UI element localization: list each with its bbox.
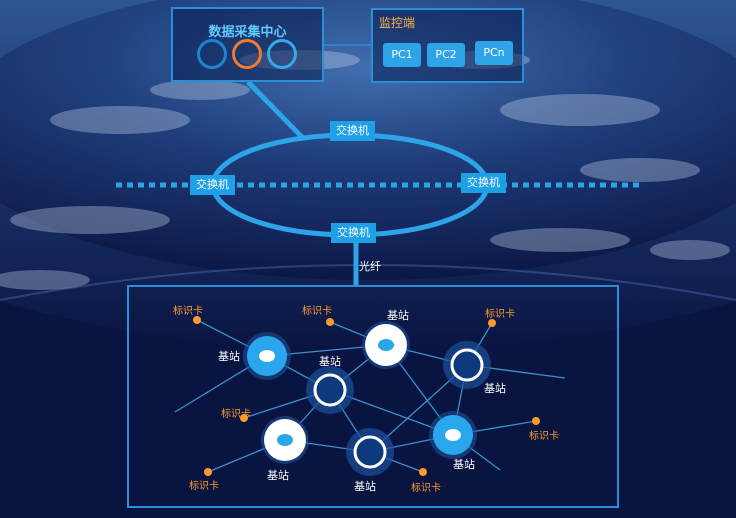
server-ring-icon bbox=[267, 39, 297, 69]
fiber-label: 光纤 bbox=[359, 260, 381, 273]
base-station-label: 基站 bbox=[354, 480, 376, 493]
base-station-label: 基站 bbox=[218, 350, 240, 363]
pc1-button[interactable]: PC1 bbox=[383, 43, 421, 67]
id-card-label: 标识卡 bbox=[221, 409, 251, 420]
base-station-nodes bbox=[243, 321, 491, 476]
pcn-button[interactable]: PCn bbox=[475, 41, 513, 65]
id-card-dot bbox=[326, 318, 334, 326]
pc2-button[interactable]: PC2 bbox=[427, 43, 465, 67]
switch-right[interactable]: 交换机 bbox=[461, 173, 506, 193]
base-station-label: 基站 bbox=[319, 355, 341, 368]
base-station-label: 基站 bbox=[453, 458, 475, 471]
data-center-title: 数据采集中心 bbox=[208, 25, 287, 40]
horizon-line bbox=[0, 264, 736, 301]
base-station-panel bbox=[127, 285, 619, 508]
id-card-label: 标识卡 bbox=[411, 483, 441, 494]
id-card-dots bbox=[193, 316, 540, 476]
base-station-label: 基站 bbox=[267, 469, 289, 482]
id-card-label: 标识卡 bbox=[302, 306, 332, 317]
id-card-label: 标识卡 bbox=[173, 306, 203, 317]
base-station-node bbox=[450, 348, 484, 382]
data-center-panel: 数据采集中心 bbox=[171, 7, 324, 82]
base-station-node bbox=[259, 350, 275, 362]
monitor-panel: 监控端 PC1 PC2 PCn bbox=[371, 8, 524, 83]
base-station-label: 基站 bbox=[387, 309, 409, 322]
center-link-line bbox=[246, 80, 304, 139]
id-card-dot bbox=[488, 319, 496, 327]
id-card-label: 标识卡 bbox=[485, 309, 515, 320]
id-card-dot bbox=[419, 468, 427, 476]
id-card-label: 标识卡 bbox=[529, 431, 559, 442]
id-card-dot bbox=[532, 417, 540, 425]
monitor-title: 监控端 bbox=[379, 16, 416, 30]
switch-left[interactable]: 交换机 bbox=[190, 175, 235, 195]
id-card-label: 标识卡 bbox=[189, 481, 219, 492]
server-ring-icon bbox=[232, 39, 262, 69]
base-station-node bbox=[353, 435, 387, 469]
base-station-label: 基站 bbox=[484, 382, 506, 395]
id-card-dot bbox=[204, 468, 212, 476]
switch-top[interactable]: 交换机 bbox=[330, 121, 375, 141]
id-card-dot bbox=[193, 316, 201, 324]
base-station-node bbox=[445, 429, 461, 441]
id-card-dot bbox=[240, 414, 248, 422]
base-station-node bbox=[378, 339, 394, 351]
base-station-node bbox=[277, 434, 293, 446]
base-station-node bbox=[313, 373, 347, 407]
server-ring-icon bbox=[197, 39, 227, 69]
switch-bottom[interactable]: 交换机 bbox=[331, 223, 376, 243]
